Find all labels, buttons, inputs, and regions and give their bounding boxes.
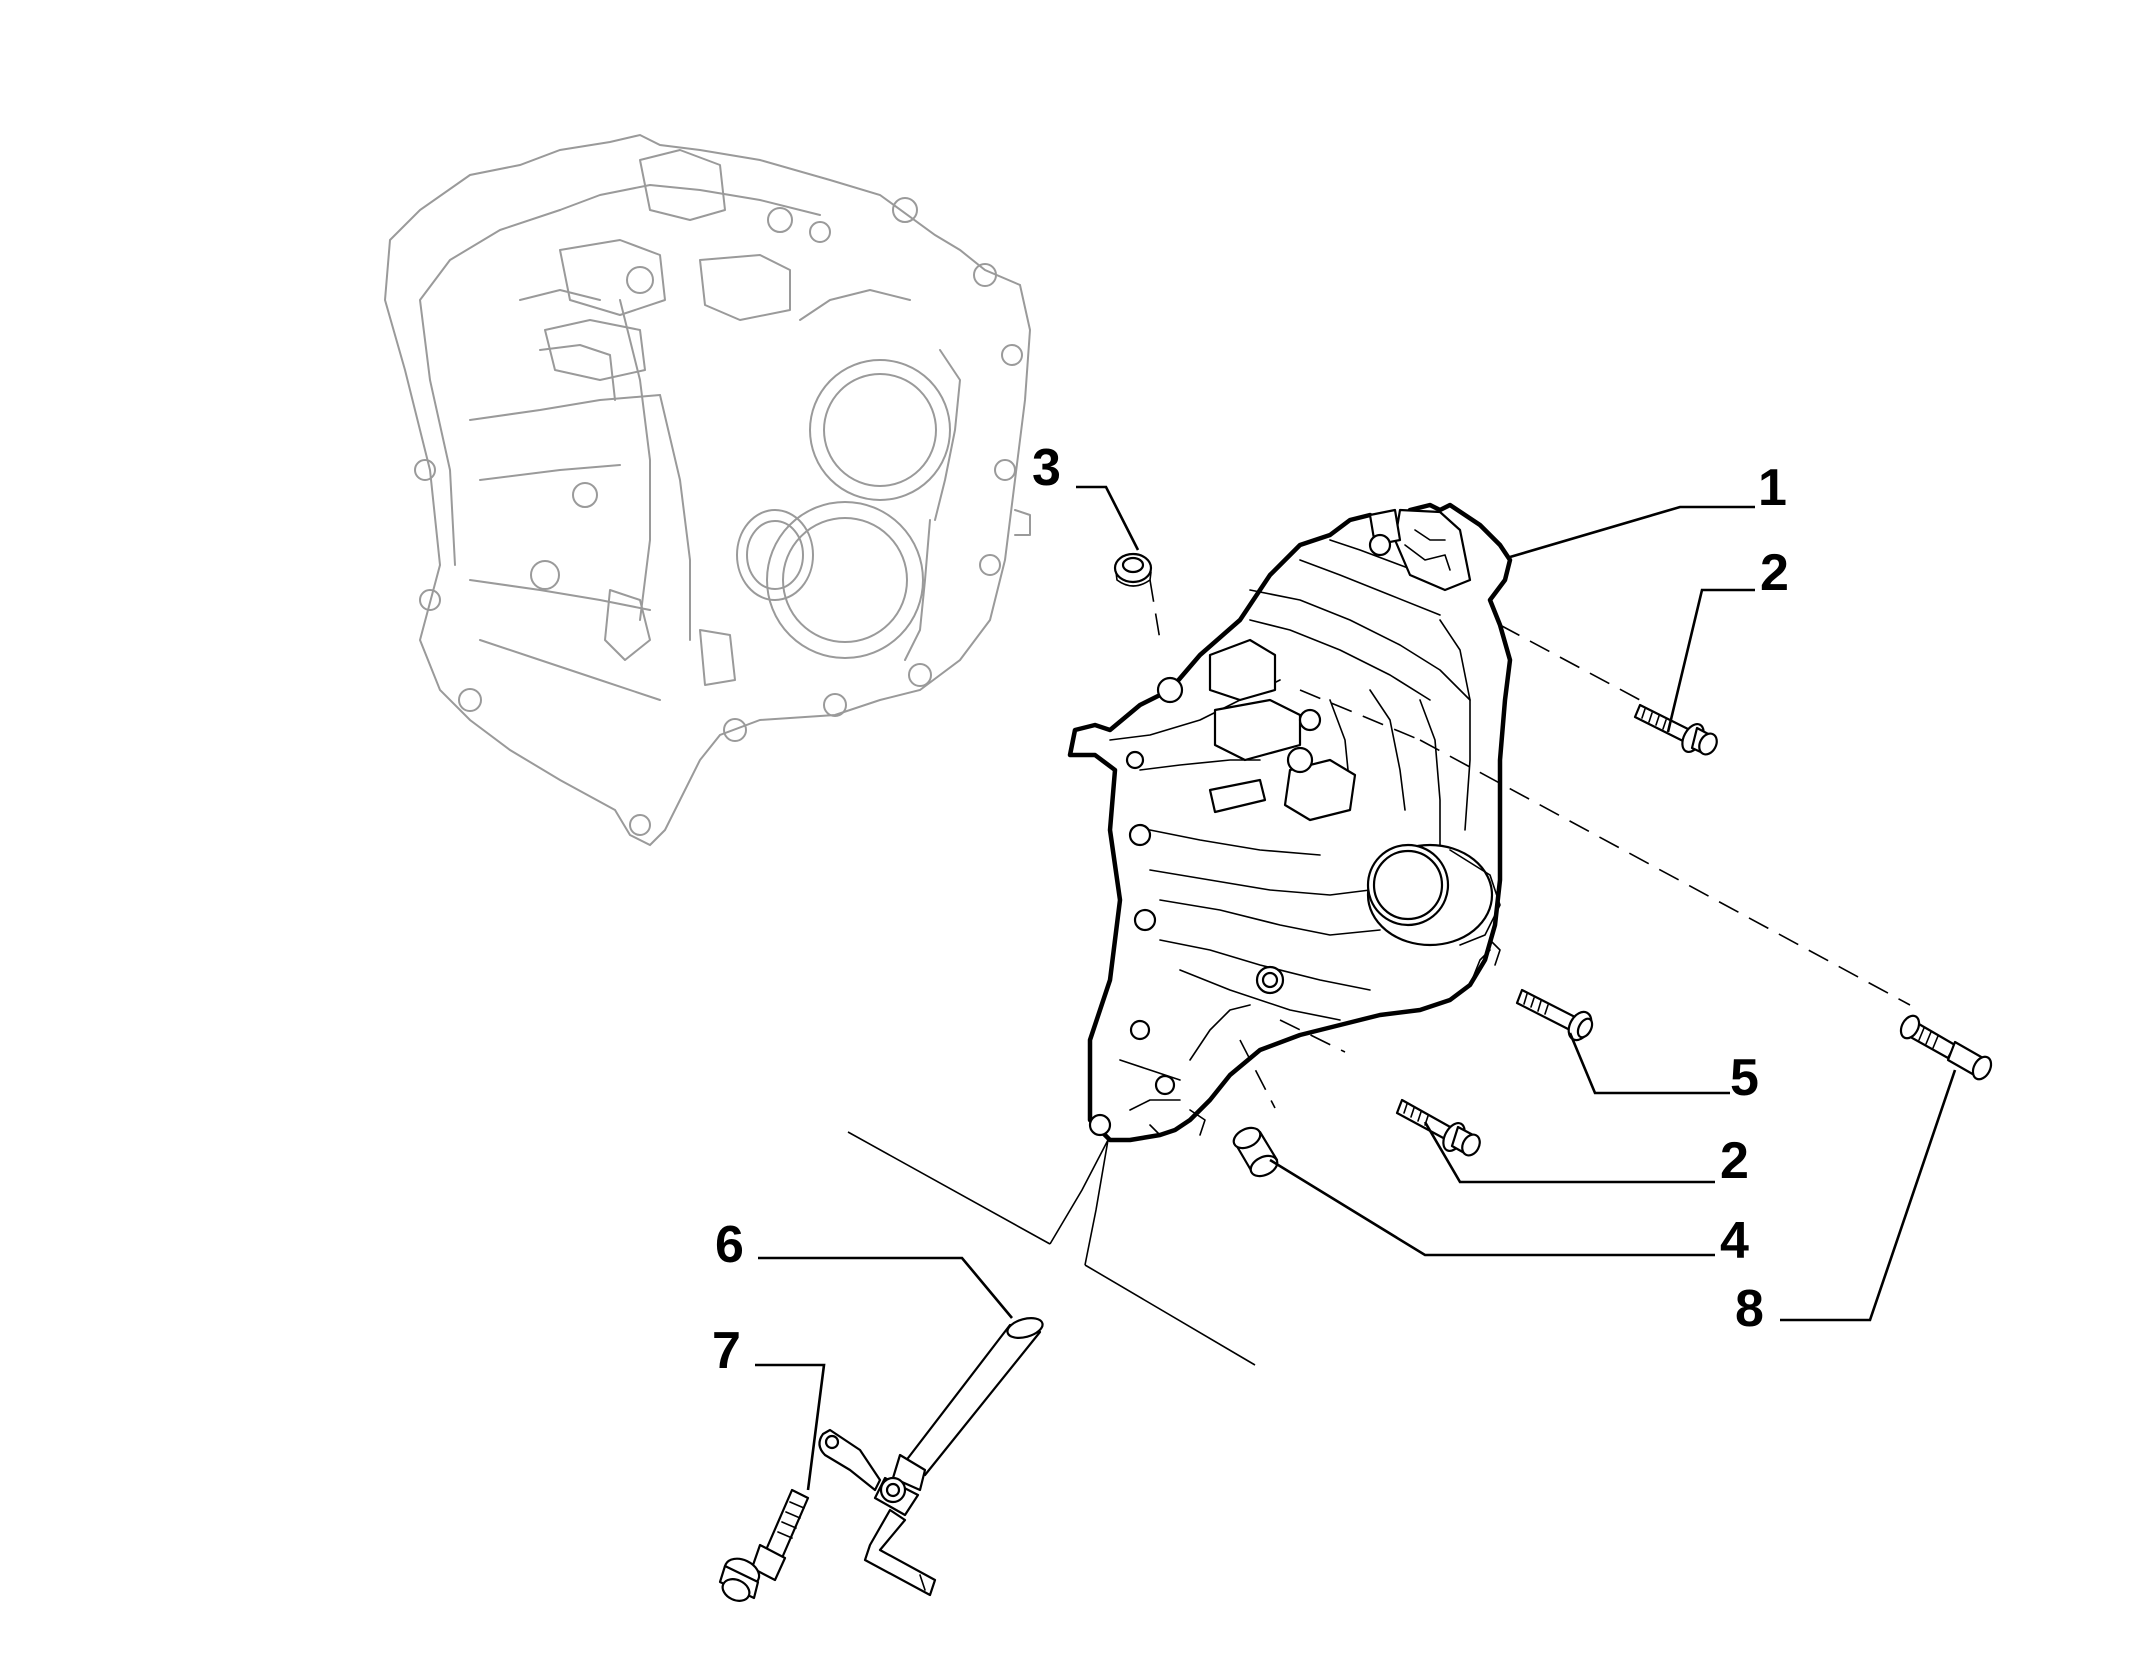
reference-lines [847, 1131, 1256, 1366]
callout-6: 6 [715, 1216, 744, 1274]
callout-1: 1 [1758, 459, 1787, 517]
part-3-washer [1113, 552, 1153, 587]
callout-5: 5 [1730, 1049, 1759, 1107]
callout-labels: 1 2 3 5 2 4 8 6 7 [712, 439, 1789, 1380]
part-6-shift-shaft [818, 1317, 1044, 1597]
part-8-stud [1899, 1014, 1993, 1081]
part-4-bushing [1232, 1126, 1279, 1178]
callout-4: 4 [1720, 1212, 1749, 1270]
callout-2-upper: 2 [1760, 544, 1789, 602]
callout-8: 8 [1735, 1280, 1764, 1338]
part-7-bolt [718, 1488, 810, 1602]
leader-lines [755, 485, 1957, 1491]
gearbox-cover-housing [1067, 502, 1513, 1143]
ghost-transmission-housing [383, 133, 1032, 847]
assembly-axis-lines [1149, 579, 1911, 1109]
callout-7: 7 [712, 1322, 741, 1380]
part-5-bolt [1515, 988, 1594, 1042]
part-2-bolt-lower [1395, 1098, 1481, 1157]
callout-2-lower: 2 [1720, 1132, 1749, 1190]
part-2-bolt-upper [1633, 703, 1718, 756]
callout-3: 3 [1032, 439, 1061, 497]
